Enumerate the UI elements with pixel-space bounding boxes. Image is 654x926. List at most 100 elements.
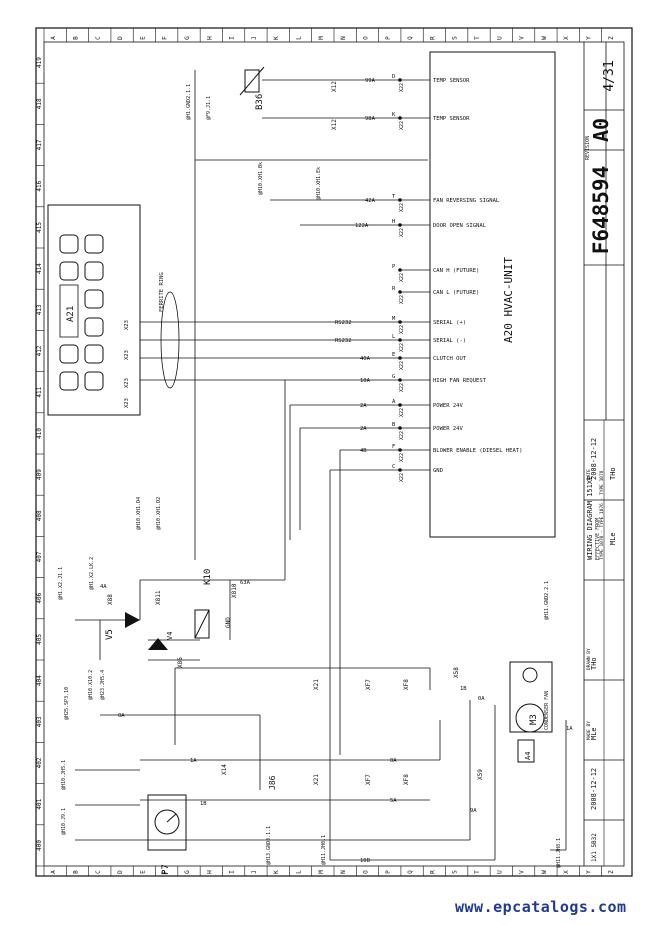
grid-col-label: E — [139, 870, 146, 874]
grid-col-label: F — [162, 36, 169, 40]
b36-label: B36 — [255, 94, 265, 110]
grid-col-label: C — [95, 36, 102, 40]
pin-letter: G — [392, 374, 395, 380]
wire-label-17: 5A — [390, 798, 397, 804]
pin-letter: E — [392, 352, 395, 358]
x810-label: X810 — [231, 583, 238, 598]
wire-label-3: 42A — [365, 198, 376, 204]
grid-col-label: C — [95, 870, 102, 874]
xf8-label-1: XF8 — [403, 679, 410, 690]
x59-label: X59 — [477, 769, 484, 780]
grid-col-label: V — [519, 36, 526, 40]
p7-label: P7 — [161, 864, 171, 875]
x12-label-1: X12 — [331, 81, 338, 92]
grid-col-label: P — [385, 870, 392, 874]
grid-row-label: 408 — [36, 510, 43, 521]
wire-label-13: 0A — [478, 696, 485, 702]
relay-k10: K10 — [194, 569, 213, 639]
grid-col-label: H — [206, 36, 213, 40]
pin-conn: X22 — [399, 325, 405, 334]
pin-conn: X22 — [399, 203, 405, 212]
grid-col-label: O — [362, 36, 369, 40]
pin-conn: X22 — [399, 121, 405, 130]
made-by-label: MADE BY — [586, 721, 592, 740]
ref-1: @H1.GND2.1.1 — [186, 84, 192, 120]
effective-line: TYPE 1070 - TYPE 1076 - TYPE 1078 — [599, 470, 605, 560]
grid-col-label: X — [563, 36, 570, 40]
x86-label: X86 — [177, 657, 184, 668]
pin-conn: X22 — [399, 383, 405, 392]
grid-col-label: S — [452, 870, 459, 874]
ref-3: @H10.XH1.Bk — [258, 162, 264, 195]
grid-col-label: T — [474, 36, 481, 40]
wire-label-15: 1A — [190, 758, 197, 764]
grid-col-label: A — [50, 870, 57, 874]
grid-col-label: L — [296, 870, 303, 874]
pin-conn: X22 — [399, 273, 405, 282]
grid-column-labels: AABBCCDDEEFFGGHHIIJJKKLLMMNNOOPPQQRRSSTT… — [43, 28, 615, 876]
wiring — [75, 70, 567, 861]
grid-row-label: 411 — [36, 386, 43, 397]
date-2: 2008-12-12 — [590, 768, 598, 810]
b36-sensor: B36 — [239, 66, 265, 110]
checked-by-2: THo — [590, 657, 598, 670]
wire-label-14: 0A — [390, 758, 397, 764]
m3-label: M3 — [529, 714, 539, 725]
grid-row-label: 406 — [36, 592, 43, 603]
pin-label: CAN H (FUTURE) — [433, 268, 479, 274]
hvac-unit-name: A20 HVAC-UNIT — [502, 257, 515, 343]
grid-row-label: 415 — [36, 222, 43, 233]
pin-label: CLUTCH OUT — [433, 356, 467, 362]
grid-col-label: Z — [608, 36, 615, 40]
pin-dot — [398, 290, 402, 294]
x23-label-1: X23 — [124, 320, 130, 330]
condenser-fan: M3 CONDENSER FAN A4 — [509, 661, 553, 763]
grid-col-label: Q — [407, 36, 414, 40]
grid-col-label: Y — [586, 36, 593, 40]
grid-col-label: U — [496, 36, 503, 40]
pin-label: DOOR OPEN SIGNAL — [433, 223, 487, 229]
pin-conn: X22 — [399, 453, 405, 462]
pin-letter: F — [392, 444, 395, 450]
wire-label-22: 1B — [200, 801, 207, 807]
grid-col-label: I — [229, 36, 236, 40]
pin-letter: H — [392, 219, 395, 225]
grid-row-label: 410 — [36, 428, 43, 439]
wire-label-9: 2A — [360, 403, 367, 409]
ref-15: @H13.GND3.1.1 — [266, 826, 272, 865]
ref-9: @H25.SP3.10 — [64, 687, 70, 720]
diode-v5-icon — [125, 612, 140, 628]
made-by: MLe — [609, 532, 617, 545]
pin-label: CAN L (FUTURE) — [433, 290, 479, 296]
pin-label: GND — [433, 468, 443, 474]
wire-label-19: 10B — [360, 858, 371, 864]
wire-label-20: 4A — [100, 584, 107, 590]
grid-col-label: R — [429, 870, 436, 874]
pin-letter: M — [392, 316, 396, 322]
watermark[interactable]: www.epcatalogs.com — [455, 898, 627, 916]
ref-11: @H23.JH5.4 — [100, 670, 106, 700]
wire-label-4: 122A — [355, 223, 369, 229]
pin-letter: P — [392, 264, 396, 270]
x88-label: X88 — [107, 594, 114, 605]
pin-letter: A — [392, 399, 396, 405]
grid-row-labels: 4004014024034044054064074084094104114124… — [36, 57, 44, 867]
pin-label: POWER 24V — [433, 403, 463, 409]
a4-label: A4 — [524, 752, 532, 760]
grid-row-label: 412 — [36, 345, 43, 356]
pin-label: SERIAL (-) — [433, 338, 466, 344]
ref-4: @H10.XH1.Ek — [316, 167, 322, 200]
grid-row-label: 407 — [36, 551, 43, 562]
x14-label: X14 — [221, 764, 228, 775]
wire-label-21: 63A — [240, 580, 251, 586]
grid-col-label: X — [563, 870, 570, 874]
x21-label-1: X21 — [313, 774, 320, 785]
ref-6: @H10.XH1.D2 — [156, 497, 162, 530]
pin-label: SERIAL (+) — [433, 320, 466, 326]
condenser-label: CONDENSER FAN — [544, 691, 550, 730]
j86-label: J86 — [268, 775, 277, 790]
x21-label-2: X21 — [313, 679, 320, 690]
wire-label-16: 1B — [460, 686, 467, 692]
